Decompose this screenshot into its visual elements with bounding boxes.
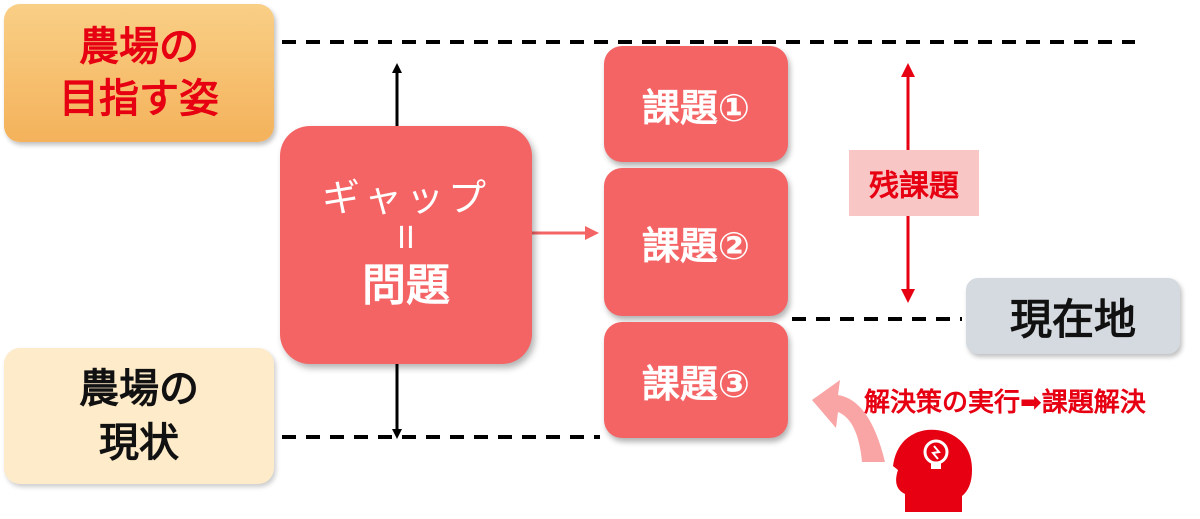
gap-problem-box: ギャップ II 問題 <box>280 126 532 364</box>
issue-box-1: 課題① <box>604 46 788 162</box>
current-line2: 現状 <box>99 420 179 466</box>
present-location-label: 現在地 <box>1009 294 1136 344</box>
issue-label: 課題③ <box>641 361 751 406</box>
problem-label: 問題 <box>362 260 450 311</box>
head-lightbulb-icon <box>893 429 972 512</box>
issue-label: 課題① <box>641 85 751 130</box>
current-line1: 農場の <box>79 366 199 412</box>
equals-sign: II <box>397 221 415 256</box>
goal-box: 農場の 目指す姿 <box>4 4 274 142</box>
action-label: 解決策の実行➡課題解決 <box>864 388 1146 418</box>
remaining-label: 残課題 <box>869 169 959 204</box>
issue-box-2: 課題② <box>604 168 788 316</box>
issue-box-3: 課題③ <box>604 322 788 438</box>
issue-label: 課題② <box>641 223 751 268</box>
remaining-issues-box: 残課題 <box>849 150 979 216</box>
present-location-box: 現在地 <box>966 278 1180 354</box>
goal-line2: 目指す姿 <box>59 76 219 122</box>
goal-line1: 農場の <box>79 24 199 70</box>
current-state-box: 農場の 現状 <box>4 348 274 484</box>
gap-label: ギャップ <box>321 176 490 220</box>
curved-action-arrow <box>812 380 885 462</box>
